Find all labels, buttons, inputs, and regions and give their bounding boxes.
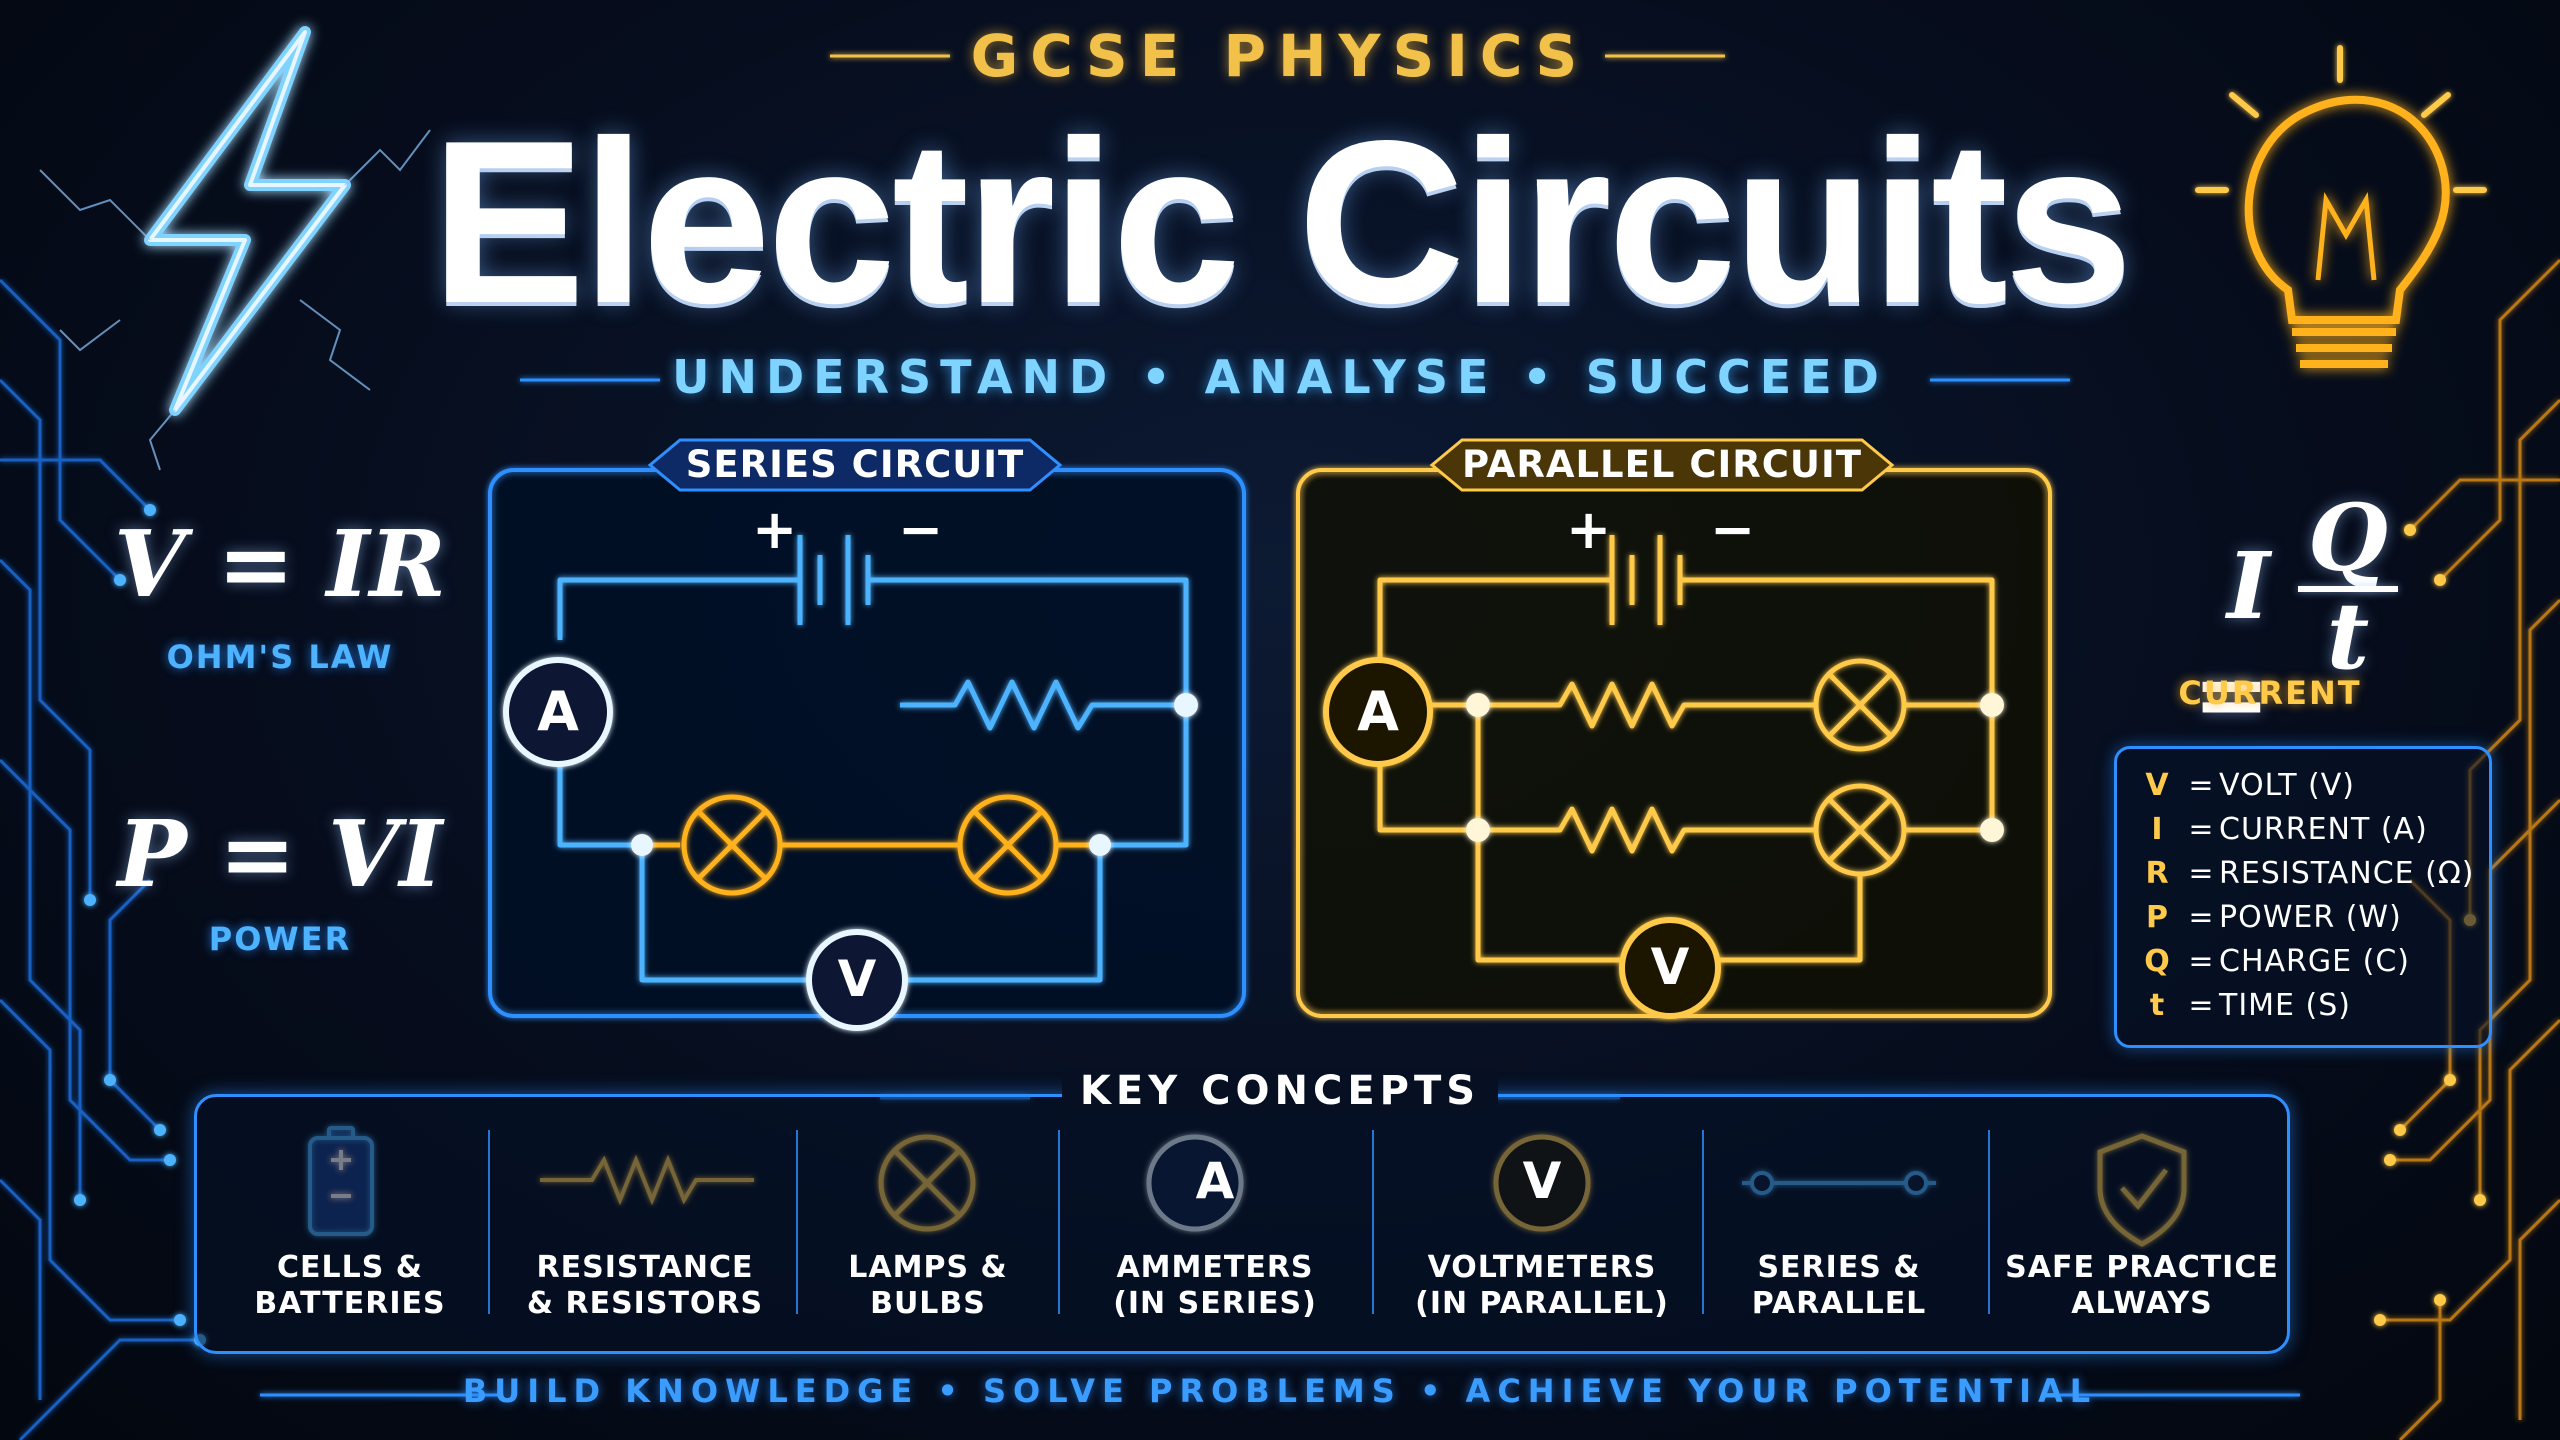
key-concepts-panel <box>194 1094 2290 1354</box>
current-lhs: I = <box>2192 532 2270 748</box>
legend-row: R=RESISTANCE (Ω) <box>2145 855 2475 891</box>
page-title: Electric Circuits <box>430 93 2134 352</box>
current-formula: I = Q t <box>2130 484 2450 748</box>
parallel-circuit-title: PARALLEL CIRCUIT <box>1462 443 1862 486</box>
light-bulb-icon <box>2244 95 2450 368</box>
left-circuit-traces <box>0 278 200 1440</box>
concept-series-parallel: SERIES &PARALLEL <box>1751 1250 1927 1321</box>
concept-voltmeters: V VOLTMETERS(IN PARALLEL) <box>1415 1152 1669 1321</box>
concept-lamps: LAMPS &BULBS <box>848 1250 1008 1321</box>
concept-resistance: RESISTANCE& RESISTORS <box>526 1250 764 1321</box>
ohms-law-formula: V = IR <box>113 510 447 618</box>
battery-minus-sign: − <box>1710 498 1756 561</box>
power-label: POWER <box>208 920 352 958</box>
power-formula: P = VI <box>117 800 443 908</box>
lightning-sparks <box>39 129 431 471</box>
parallel-circuit-panel <box>1296 438 2052 1019</box>
parallel-ammeter-label: A <box>1357 680 1399 743</box>
right-trace-nodes <box>2374 524 2486 1326</box>
legend-row: t=TIME (S) <box>2149 987 2351 1023</box>
legend-row: V=VOLT (V) <box>2145 767 2355 803</box>
battery-plus-sign: + <box>752 498 798 561</box>
battery-plus-sign: + <box>1566 498 1612 561</box>
symbol-legend: V=VOLT (V) I=CURRENT (A) R=RESISTANCE (Ω… <box>2114 746 2492 1048</box>
ohms-law-label: OHM'S LAW <box>166 638 394 676</box>
footer-motto: BUILD KNOWLEDGE • SOLVE PROBLEMS • ACHIE… <box>462 1372 2098 1410</box>
fraction-bar <box>2298 586 2398 592</box>
bulb-rays <box>2195 45 2487 193</box>
voltmeter-icon-glyph: V <box>1522 1152 1562 1210</box>
subtitle: GCSE PHYSICS <box>970 22 1590 90</box>
legend-row: P=POWER (W) <box>2146 899 2402 935</box>
concept-divider <box>1058 1130 1060 1314</box>
series-voltmeter-label: V <box>837 950 877 1008</box>
concept-divider <box>796 1130 798 1314</box>
current-denominator: t <box>2326 582 2370 690</box>
current-numerator: Q <box>2307 484 2389 592</box>
parallel-voltmeter-label: V <box>1650 938 1690 996</box>
right-circuit-traces <box>2380 258 2560 1440</box>
concept-divider <box>488 1130 490 1314</box>
legend-row: Q=CHARGE (C) <box>2144 943 2410 979</box>
concept-divider <box>1372 1130 1374 1314</box>
concept-cells-batteries: CELLS &BATTERIES <box>254 1250 446 1321</box>
series-circuit-title: SERIES CIRCUIT <box>685 443 1025 486</box>
concept-divider <box>1702 1130 1704 1314</box>
tagline: UNDERSTAND • ANALYSE • SUCCEED <box>672 350 1888 404</box>
key-concepts-heading: KEY CONCEPTS <box>0 1068 2560 1114</box>
concept-ammeters: A AMMETERS(IN SERIES) <box>1113 1152 1317 1321</box>
concept-divider <box>1988 1130 1990 1314</box>
battery-minus-sign: − <box>898 498 944 561</box>
current-label: CURRENT <box>2178 674 2362 712</box>
ammeter-icon-glyph: A <box>1195 1152 1235 1210</box>
legend-row: I=CURRENT (A) <box>2151 811 2428 847</box>
series-circuit-panel <box>488 438 1246 1031</box>
series-ammeter-label: A <box>537 680 579 743</box>
